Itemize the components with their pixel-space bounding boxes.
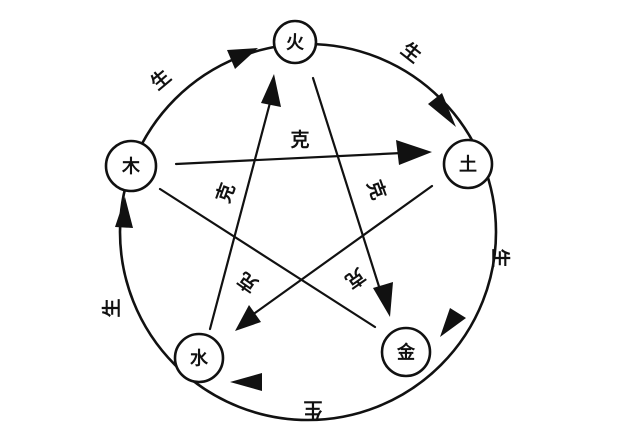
label-wood-earth: 克 <box>290 128 309 151</box>
node-metal-label: 金 <box>396 342 416 364</box>
node-wood-circle <box>104 139 158 193</box>
arrow-wood-to-earth <box>396 140 432 165</box>
line-fire-to-metal <box>311 76 384 298</box>
line-water-to-fire <box>208 97 273 331</box>
arrow-wood-to-fire <box>227 48 258 69</box>
node-water-label: 水 <box>190 348 209 370</box>
node-earth-label: 土 <box>459 155 477 176</box>
label-earth-metal: 生 <box>489 248 512 267</box>
line-wood-to-earth <box>174 151 404 166</box>
node-wood: 木 <box>104 139 158 193</box>
arrow-fire-to-metal <box>373 282 393 317</box>
arrow-fire-to-earth <box>428 93 456 127</box>
node-fire-circle <box>272 19 318 65</box>
overcoming-arrowheads <box>235 74 432 331</box>
line-earth-to-water <box>246 184 434 320</box>
node-earth-circle <box>442 138 494 190</box>
label-earth-water: 克 <box>341 264 370 294</box>
label-water-fire: 克 <box>233 268 262 298</box>
label-metal-wood: 克 <box>211 180 239 206</box>
label-metal-water: 生 <box>303 398 322 421</box>
label-wood-fire: 生 <box>146 65 175 95</box>
arrow-earth-to-water <box>235 305 261 331</box>
node-wood-label: 木 <box>121 156 141 178</box>
label-fire-earth: 生 <box>397 38 426 68</box>
generating-arrowheads <box>115 48 466 391</box>
label-water-wood: 生 <box>100 298 123 317</box>
label-fire-metal: 克 <box>362 177 390 203</box>
line-metal-to-wood <box>158 187 377 329</box>
node-fire: 火 <box>272 19 318 65</box>
node-water-circle <box>173 332 225 384</box>
arrow-metal-to-water <box>230 373 262 391</box>
node-metal: 金 <box>380 326 432 378</box>
node-metal-circle <box>380 326 432 378</box>
arrow-earth-to-metal <box>440 308 466 337</box>
node-fire-label: 火 <box>286 33 305 54</box>
overcoming-lines <box>158 76 434 331</box>
node-water: 水 <box>173 332 225 384</box>
node-earth: 土 <box>442 138 494 190</box>
arrow-water-to-fire <box>261 74 281 107</box>
arrow-water-to-wood <box>115 197 133 228</box>
